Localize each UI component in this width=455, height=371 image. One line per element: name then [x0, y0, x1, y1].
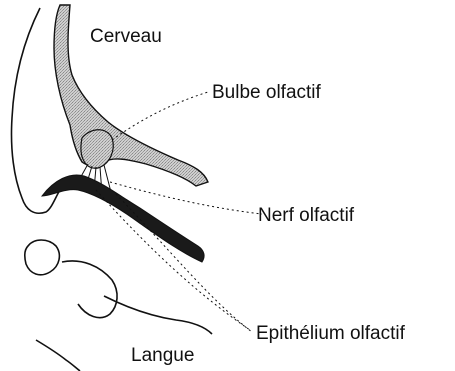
label-nerf-olfactif: Nerf olfactif	[258, 205, 355, 226]
label-epithelium-olfactif: Epithélium olfactif	[256, 323, 406, 344]
label-cerveau: Cerveau	[90, 26, 162, 47]
face-profile-outline	[11, 8, 60, 213]
label-bulbe-olfactif: Bulbe olfactif	[212, 82, 322, 103]
olfactory-bulb	[81, 130, 113, 168]
tongue-outline	[104, 296, 212, 334]
nostril-outline	[25, 240, 60, 275]
label-langue: Langue	[131, 345, 194, 366]
olfactory-epithelium	[42, 175, 204, 262]
leader-lines	[96, 92, 262, 332]
jaw-outline	[36, 340, 80, 371]
palate-outline	[62, 261, 117, 318]
leader-line-bulb	[112, 92, 208, 140]
leader-line-epithelium	[96, 190, 250, 330]
